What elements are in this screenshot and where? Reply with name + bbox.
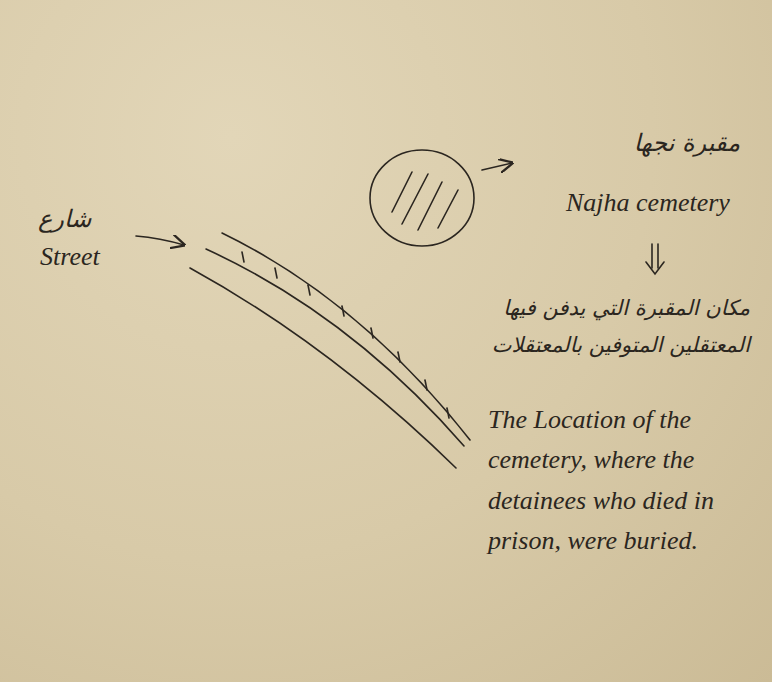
- cemetery-hatch: [392, 172, 458, 230]
- pointer-arrow: [482, 163, 512, 170]
- cemetery-circle: [370, 150, 474, 246]
- cemetery-note-arabic: مكان المقبرة التي يدفن فيها المعتقلين ال…: [468, 290, 750, 364]
- cemetery-name: Najha cemetery: [566, 186, 766, 220]
- street-ticks: [242, 252, 449, 418]
- cemetery-note: The Location of the cemetery, where the …: [488, 400, 750, 561]
- street-edge: [206, 249, 464, 446]
- double-arrow-down: [646, 244, 664, 274]
- pointer-arrow: [136, 236, 184, 245]
- street-label-arabic: شارع: [38, 204, 108, 235]
- cemetery-name-arabic: مقبرة نجها: [560, 128, 740, 159]
- street-label: Street: [40, 240, 140, 274]
- street-edge: [222, 233, 470, 440]
- street-edge: [190, 268, 456, 468]
